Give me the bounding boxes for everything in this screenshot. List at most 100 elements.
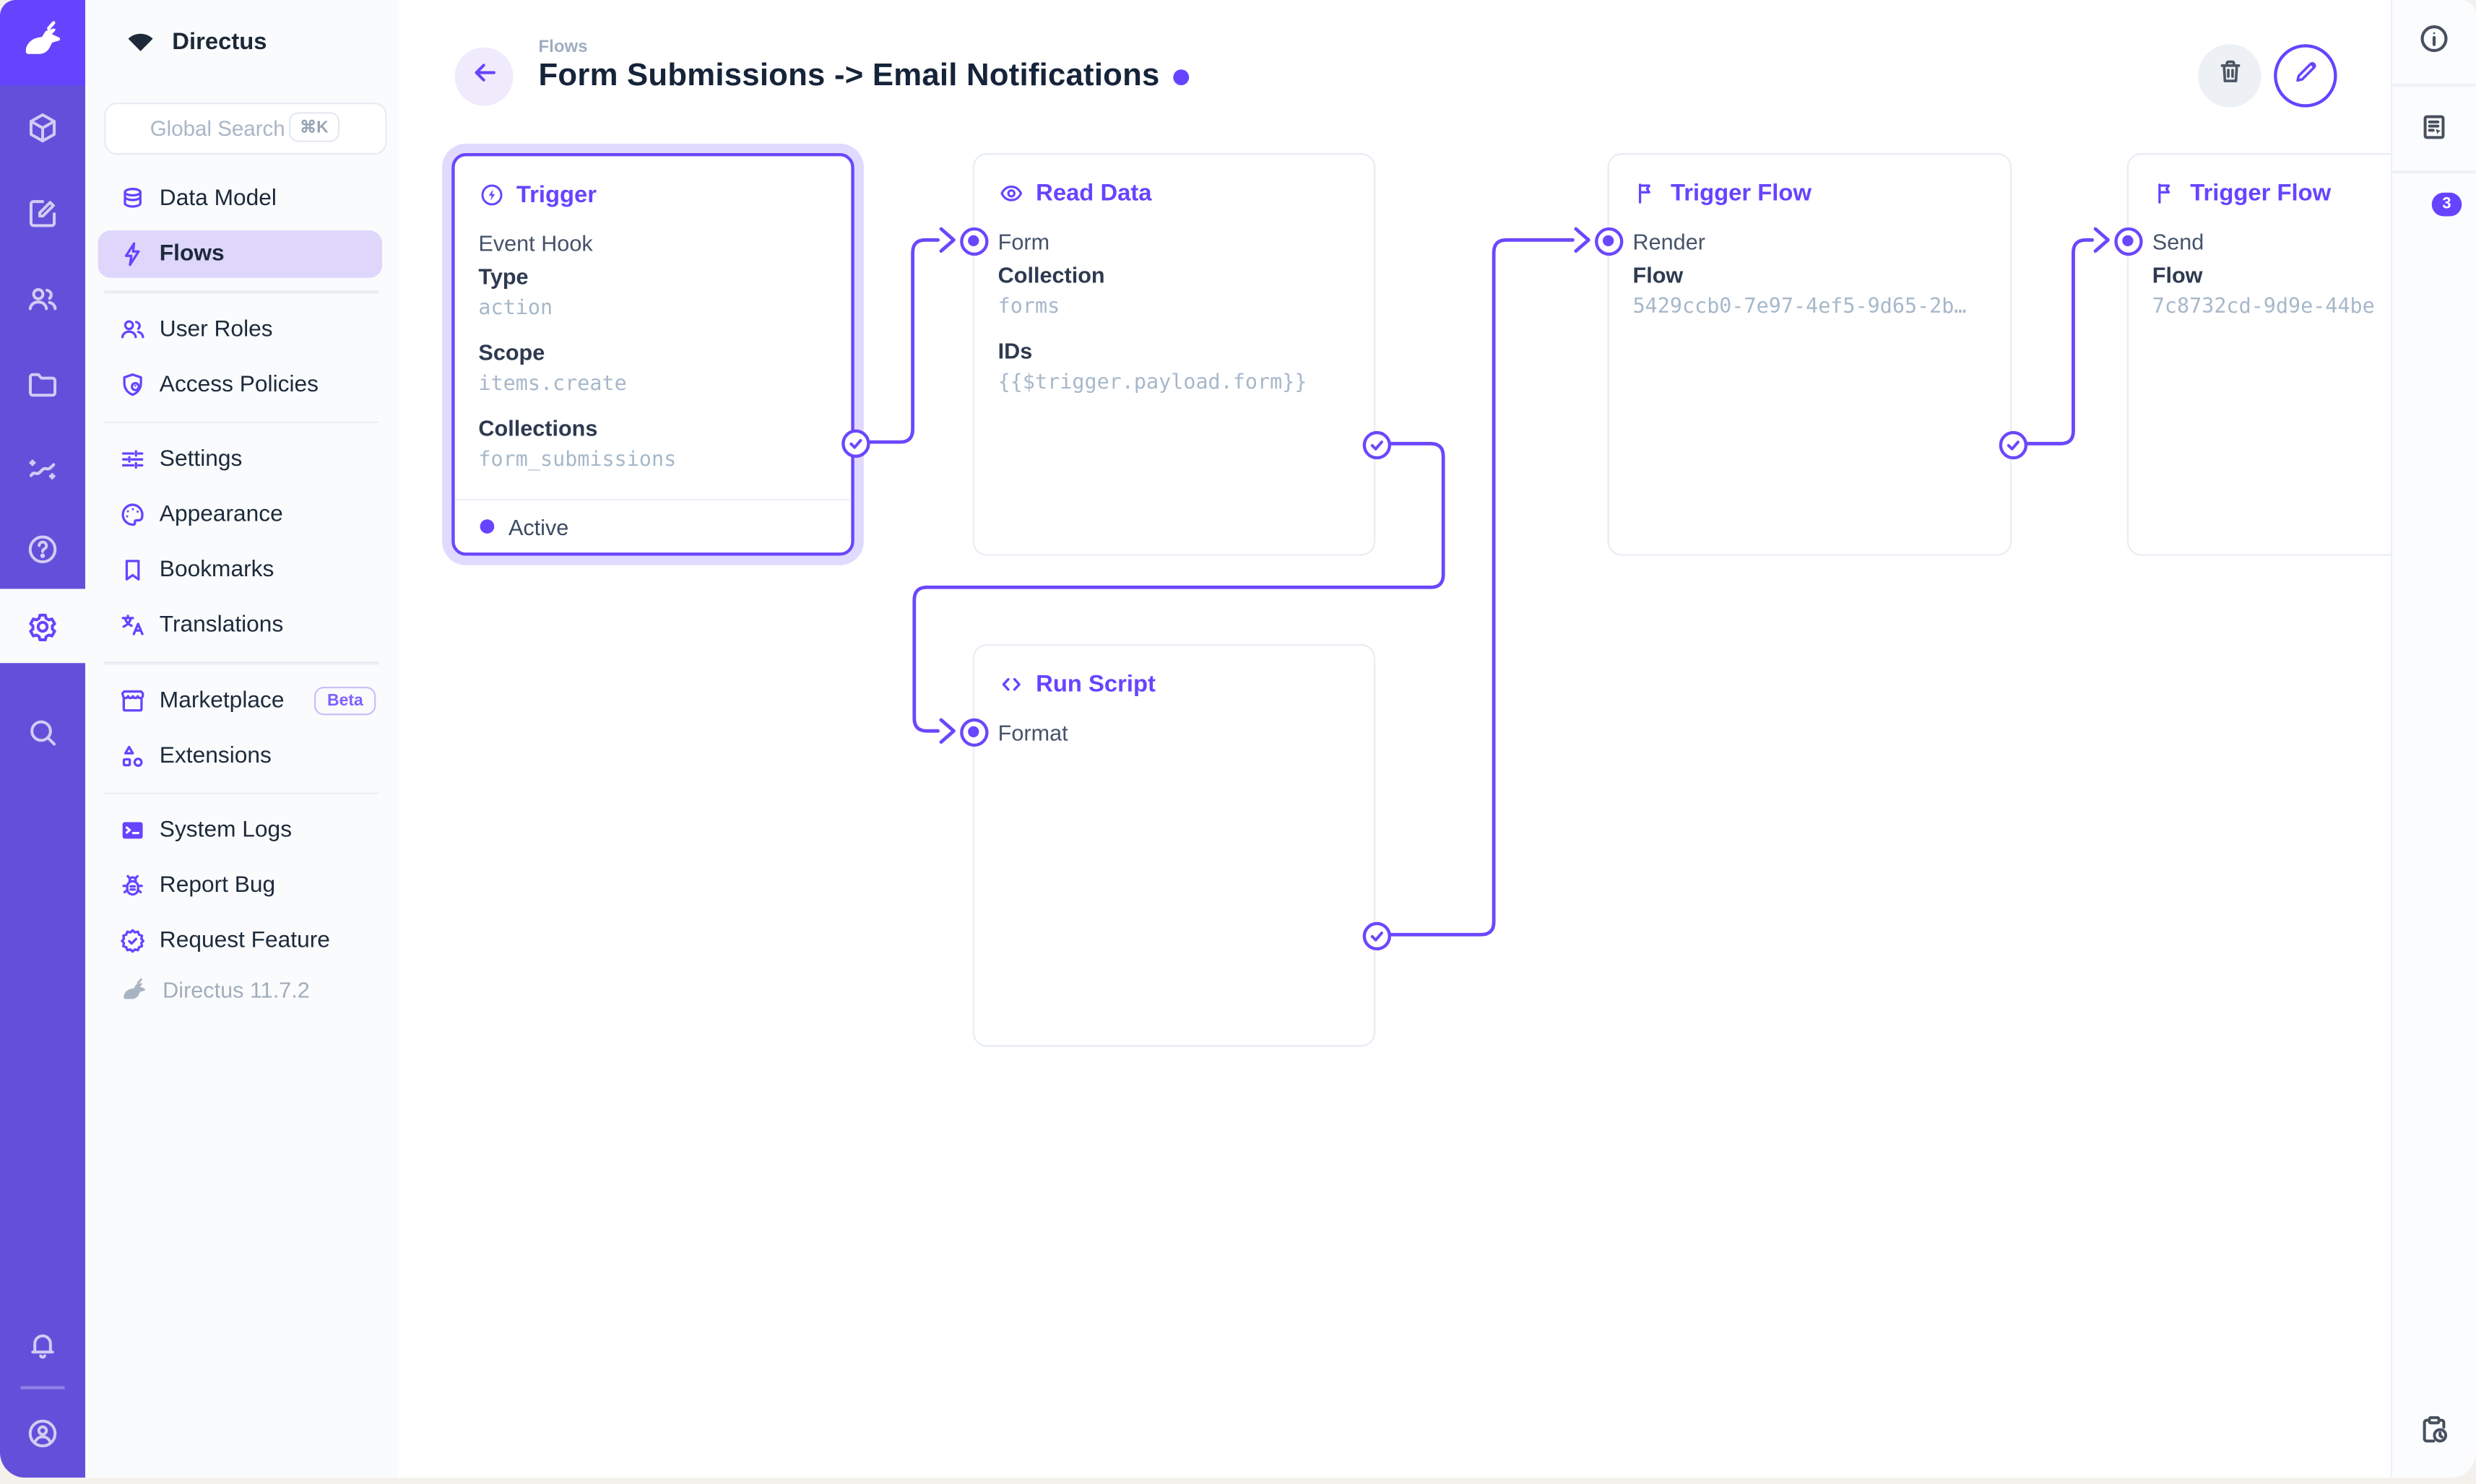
box-icon <box>25 110 60 145</box>
flag-icon <box>1633 179 1660 206</box>
search-shortcut: ⌘K <box>288 112 340 142</box>
trigger-status: Active <box>454 498 852 552</box>
module-insights-module[interactable] <box>0 433 85 508</box>
field-label: Scope <box>478 338 545 364</box>
connector-input <box>2113 226 2142 256</box>
help-icon <box>25 532 60 567</box>
connector-input <box>1593 226 1623 256</box>
flow-node-read-data[interactable]: Read Data Form Collection forms IDs {{$t… <box>972 153 1376 556</box>
sidebar-item-label: Translations <box>159 612 284 638</box>
field-value: forms <box>997 295 1060 319</box>
bolt-icon <box>118 240 147 268</box>
delete-flow-button[interactable] <box>2198 44 2261 108</box>
sidebar-divider <box>2392 83 2476 87</box>
app-version: Directus 11.7.2 <box>85 974 398 1006</box>
search-input[interactable] <box>105 116 315 141</box>
sidebar-item-label: Report Bug <box>159 872 276 898</box>
module-search-module[interactable] <box>0 695 85 771</box>
field-label: IDs <box>997 337 1033 363</box>
edit-flow-button[interactable] <box>2274 44 2337 108</box>
node-title: Read Data <box>1036 179 1152 207</box>
trash-icon <box>2215 57 2245 95</box>
nav-divider <box>104 290 379 293</box>
notices-icon <box>2417 110 2451 144</box>
flag-icon <box>2152 179 2179 206</box>
flow-node-trigger-flow-render[interactable]: Trigger Flow Render Flow 5429ccb0-7e97-4… <box>1607 153 2012 556</box>
node-title: Run Script <box>1036 670 1156 698</box>
translate-icon <box>118 611 147 639</box>
sidebar-item-user-roles[interactable]: User Roles <box>98 305 383 353</box>
sidebar-item-translations[interactable]: Translations <box>98 602 383 649</box>
node-line: Event Hook <box>478 230 593 256</box>
notices-count-badge: 3 <box>2431 192 2462 217</box>
flow-node-run-script[interactable]: Run Script Format <box>972 643 1376 1047</box>
sidebar-item-label: Bookmarks <box>159 557 274 583</box>
bunny-icon <box>118 974 150 1006</box>
back-button[interactable] <box>454 47 514 106</box>
info-sidebar-button[interactable] <box>2392 12 2476 71</box>
module-files-module[interactable] <box>0 347 85 423</box>
info-icon <box>2417 22 2451 63</box>
module-content-module[interactable] <box>0 90 85 166</box>
eye-icon <box>998 179 1025 206</box>
project-switcher[interactable]: Directus <box>85 0 398 82</box>
node-title: Trigger Flow <box>1670 179 1811 207</box>
flow-node-trigger[interactable]: Trigger Event Hook Type action Scope ite… <box>451 153 854 556</box>
field-value: items.create <box>478 372 627 396</box>
sidebar-item-label: Settings <box>159 446 243 472</box>
module-settings-module[interactable] <box>0 589 86 664</box>
module-users-module[interactable] <box>0 262 85 338</box>
module-user-menu[interactable] <box>0 1396 85 1472</box>
notices-sidebar-button[interactable]: 3 <box>2392 98 2476 217</box>
sidebar-item-bookmarks[interactable]: Bookmarks <box>98 546 383 594</box>
connector-output-check <box>1362 430 1390 459</box>
nav-divider <box>104 420 379 423</box>
module-visual-editor-module[interactable] <box>0 175 85 251</box>
shield-user-icon <box>118 370 147 399</box>
status-text: Active <box>508 513 569 539</box>
sidebar-item-access-policies[interactable]: Access Policies <box>98 361 383 409</box>
seal-check-icon <box>118 927 147 955</box>
nav-divider <box>104 661 379 664</box>
sidebar-item-label: Flows <box>159 241 225 267</box>
flow-canvas: Trigger Event Hook Type action Scope ite… <box>398 0 2391 1478</box>
code-icon <box>998 670 1025 697</box>
field-label: Flow <box>2152 261 2203 287</box>
flow-node-trigger-flow-send[interactable]: Trigger Flow Send Flow 7c8732cd-9d9e-44b… <box>2126 153 2391 556</box>
sidebar-item-appearance[interactable]: Appearance <box>98 491 383 539</box>
user-circle-icon <box>25 1415 61 1452</box>
sidebar-item-extensions[interactable]: Extensions <box>98 732 383 779</box>
users-icon <box>118 315 147 343</box>
field-value: form_submissions <box>478 448 677 472</box>
status-dot <box>480 519 495 534</box>
connector-input <box>959 717 988 746</box>
bug-icon <box>118 872 147 900</box>
sidebar-item-settings[interactable]: Settings <box>98 435 383 483</box>
sidebar-item-data-model[interactable]: Data Model <box>98 175 383 223</box>
project-name: Directus <box>172 27 267 55</box>
sidebar-item-flows[interactable]: Flows <box>98 230 383 278</box>
node-input-label: Render <box>1632 227 1705 253</box>
module-notifications[interactable] <box>0 1307 85 1383</box>
nav-divider <box>104 791 379 794</box>
sidebar-item-request-feature[interactable]: Request Feature <box>98 917 383 965</box>
directus-logo-button[interactable] <box>0 0 86 86</box>
module-docs-module[interactable] <box>0 511 85 587</box>
sidebar-item-report-bug[interactable]: Report Bug <box>98 862 383 910</box>
module-bar-divider <box>20 1386 65 1389</box>
breadcrumb[interactable]: Flows <box>538 38 588 57</box>
search-icon <box>25 715 60 750</box>
global-search: ⌘K <box>104 103 387 155</box>
sidebar-item-label: Data Model <box>159 186 277 212</box>
pending-revisions-button[interactable] <box>2392 1404 2476 1462</box>
sidebar-item-label: Marketplace <box>159 687 285 713</box>
users-icon <box>25 282 60 317</box>
field-label: Flow <box>1632 261 1684 287</box>
sidebar-item-system-logs[interactable]: System Logs <box>98 807 383 854</box>
node-title: Trigger <box>516 181 597 208</box>
